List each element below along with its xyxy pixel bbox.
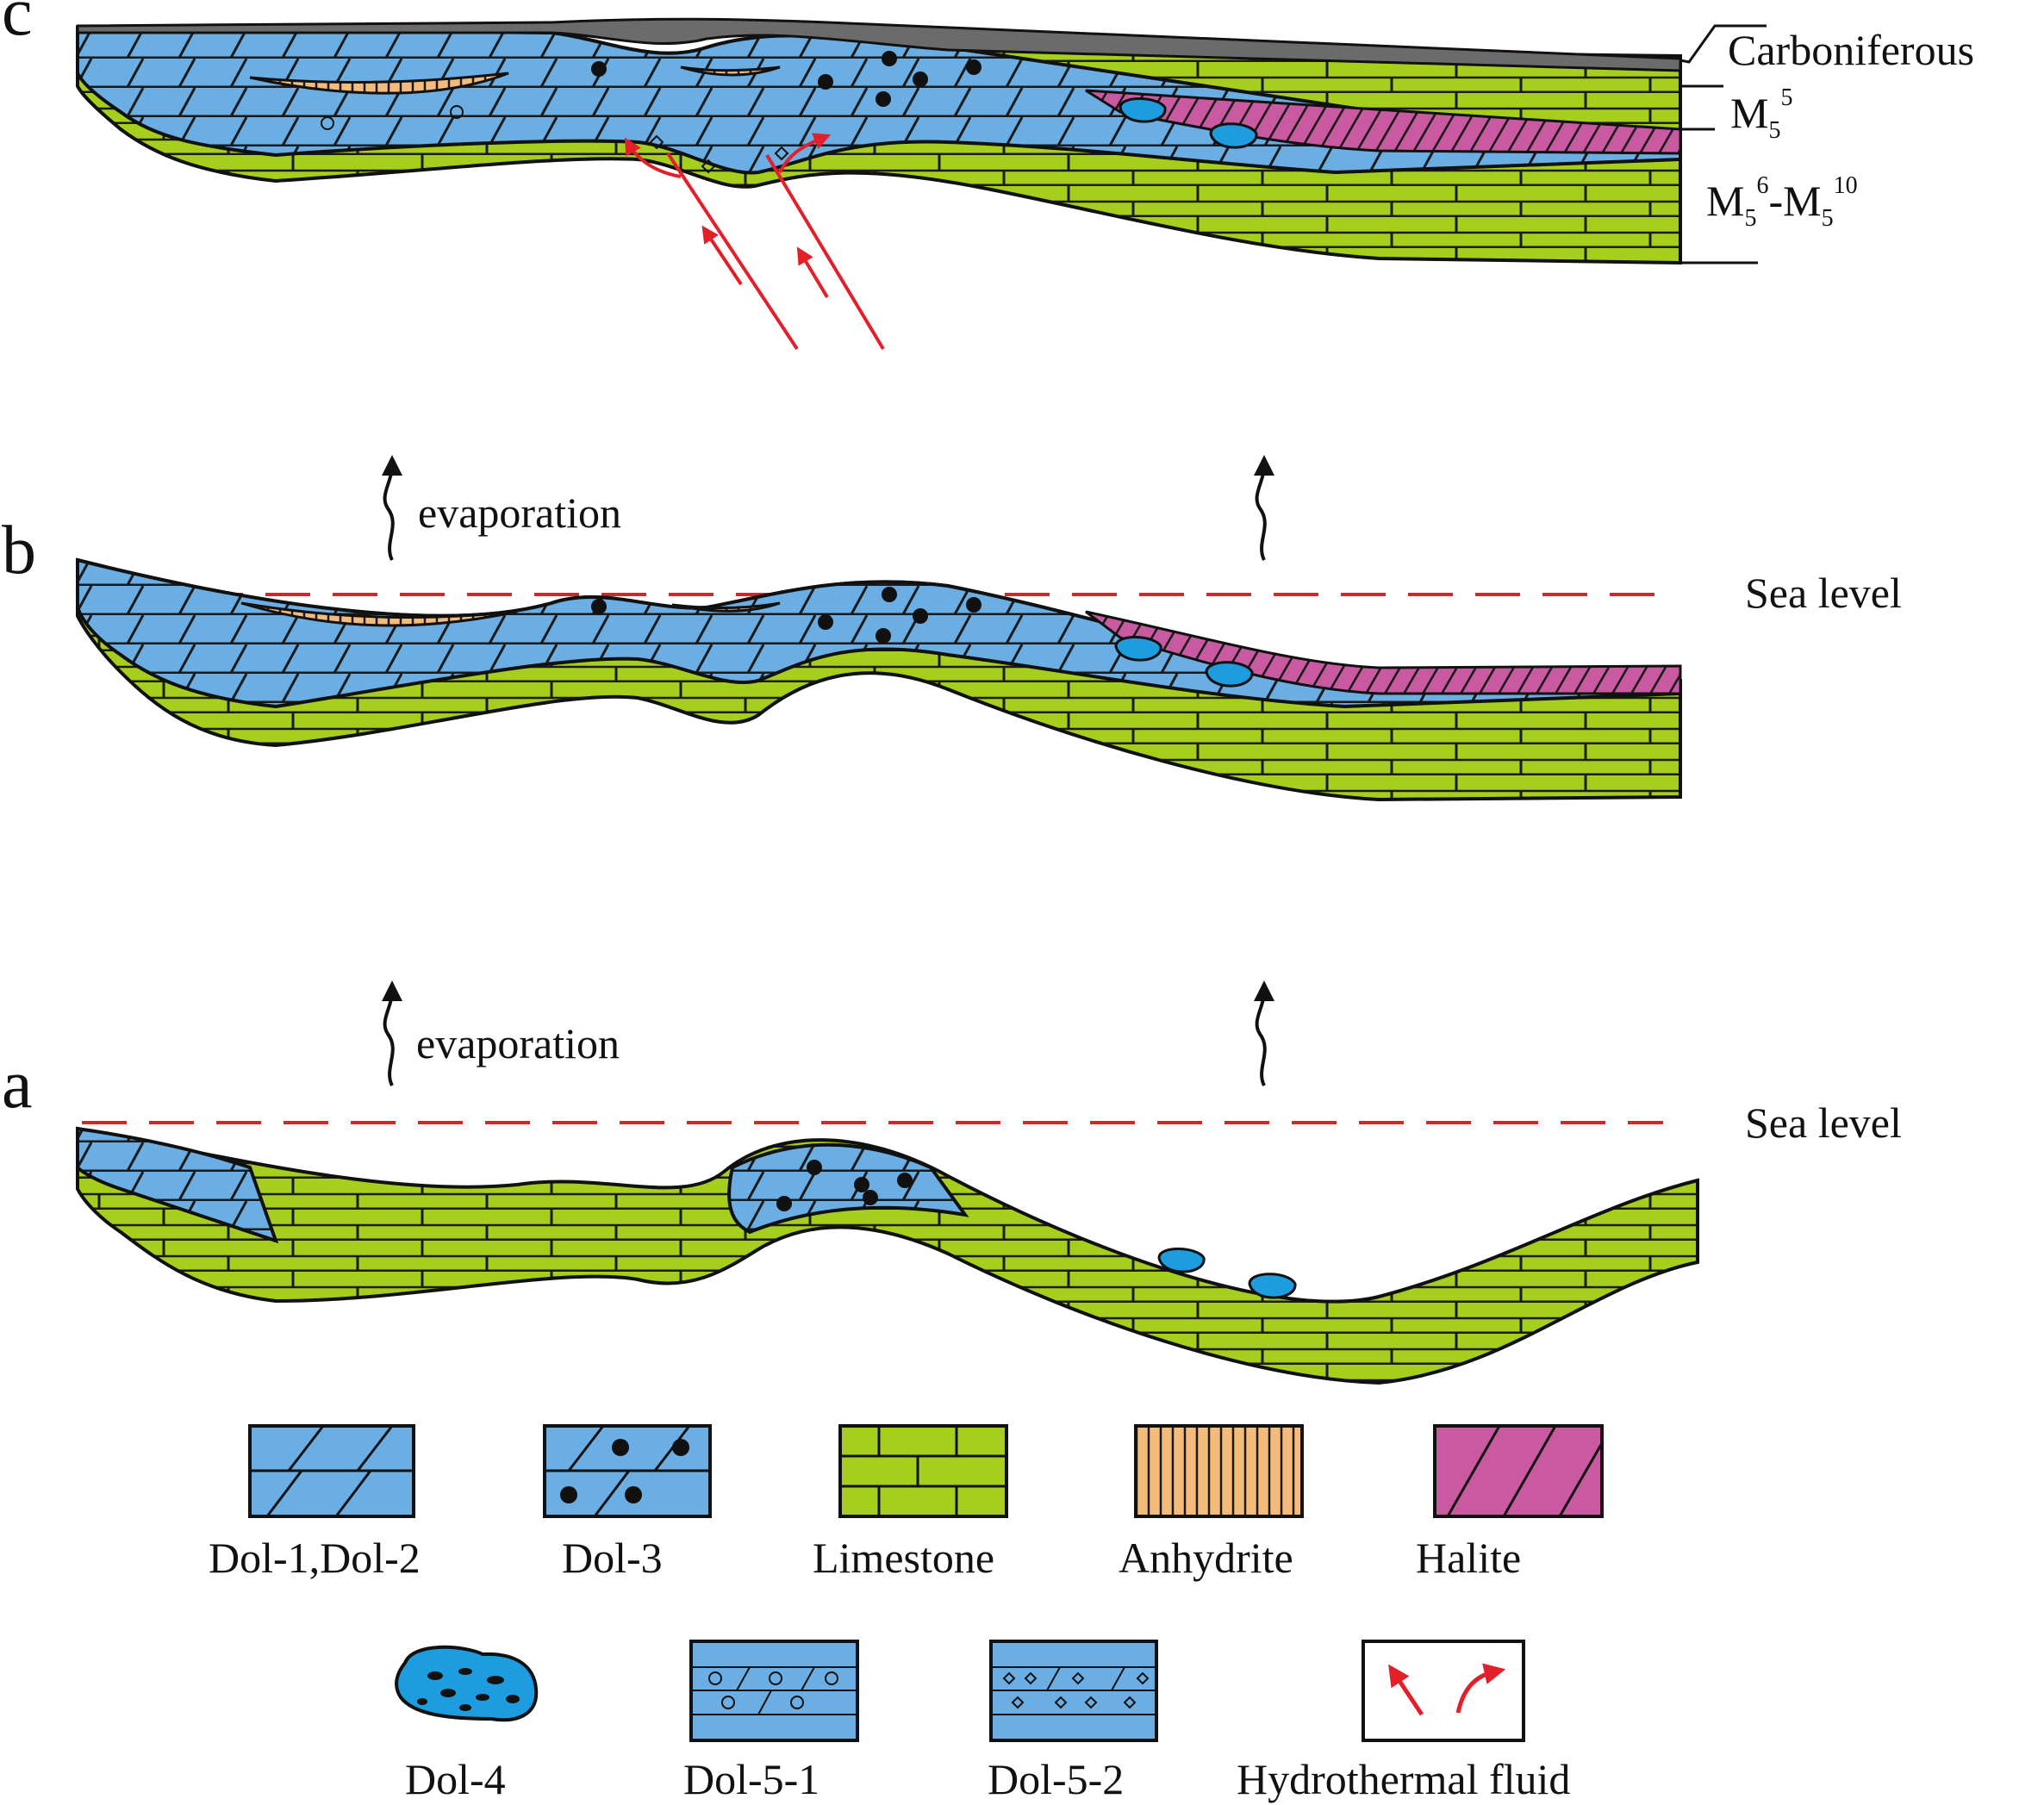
panel-a-dol3-dots <box>776 1160 913 1211</box>
panel-c-anhydrite-1 <box>249 72 509 95</box>
legend-dol52-label: Dol-5-2 <box>988 1755 1124 1803</box>
panel-a-limestone <box>76 1126 1699 1385</box>
panel-b: b evaporation Sea level <box>2 455 1902 802</box>
panel-b-dol4-nodules <box>1114 636 1254 688</box>
panel-a-letter: a <box>2 1047 33 1123</box>
panel-c-hydrothermal-fluid <box>624 133 885 351</box>
panel-b-letter: b <box>2 513 36 588</box>
legend-hydro: Hydrothermal fluid <box>1237 1640 1570 1803</box>
label-carboniferous: Carboniferous <box>1728 26 1974 74</box>
legend-dol4-swatch <box>395 1645 539 1722</box>
panel-c-dol4-nodules <box>1119 97 1258 149</box>
panel-c-dol5-marks <box>321 105 789 174</box>
legend-halite-label: Halite <box>1416 1534 1521 1582</box>
legend: Dol-1,Dol-2 Dol-3 Limestone <box>209 1424 1604 1803</box>
legend-anhydrite-swatch <box>1134 1424 1304 1518</box>
panel-a-evaporation-label: evaporation <box>416 1019 620 1067</box>
panel-c-dol3-dots <box>591 51 981 107</box>
panel-c-strata-brackets <box>1679 24 1767 265</box>
legend-anhydrite-label: Anhydrite <box>1119 1534 1293 1582</box>
legend-limestone: Limestone <box>813 1424 1008 1582</box>
panel-a-sea-level-label: Sea level <box>1745 1099 1902 1147</box>
legend-limestone-label: Limestone <box>813 1534 994 1582</box>
panel-b-evaporation-arrow-left <box>381 455 402 561</box>
panel-b-anhydrite-2 <box>671 601 781 613</box>
panel-a-evaporation-arrow-left <box>381 980 402 1086</box>
legend-anhydrite: Anhydrite <box>1119 1424 1304 1582</box>
legend-dol4: Dol-4 <box>395 1645 539 1803</box>
panel-a: a evaporation Sea level <box>2 980 1902 1385</box>
panel-a-evaporation-arrow-right <box>1253 980 1274 1086</box>
panel-c-letter: c <box>2 0 33 50</box>
legend-dol51: Dol-5-1 <box>683 1640 859 1803</box>
legend-dol12-label: Dol-1,Dol-2 <box>209 1534 421 1582</box>
panel-b-sea-level-label: Sea level <box>1745 569 1902 617</box>
legend-hydro-swatch <box>1362 1640 1525 1742</box>
legend-limestone-swatch <box>838 1424 1008 1518</box>
legend-dol51-label: Dol-5-1 <box>683 1755 819 1803</box>
panel-c-anhydrite-2 <box>680 65 781 77</box>
legend-dol3-label: Dol-3 <box>562 1534 663 1582</box>
panel-a-dol4-nodules <box>1157 1248 1297 1299</box>
panel-a-dolomite-left <box>76 1126 279 1244</box>
legend-halite-swatch <box>1433 1424 1604 1518</box>
legend-dol3: Dol-3 <box>543 1424 712 1582</box>
panel-b-halite <box>1085 610 1682 695</box>
label-m5-5: M55 <box>1730 84 1792 144</box>
legend-dol52: Dol-5-2 <box>988 1640 1158 1803</box>
panel-c: c <box>2 0 1974 351</box>
panel-b-dol3-dots <box>591 587 981 644</box>
label-m5-6-m5-10: M56-M510 <box>1706 172 1858 232</box>
legend-hydro-label: Hydrothermal fluid <box>1237 1755 1570 1803</box>
panel-b-evaporation-arrow-right <box>1253 455 1274 561</box>
legend-halite: Halite <box>1416 1424 1604 1582</box>
panel-b-anhydrite-1 <box>240 601 518 627</box>
panel-b-evaporation-label: evaporation <box>418 489 621 537</box>
panel-c-carboniferous <box>76 17 1682 72</box>
legend-dol4-label: Dol-4 <box>405 1755 506 1803</box>
legend-dol12: Dol-1,Dol-2 <box>209 1424 421 1582</box>
